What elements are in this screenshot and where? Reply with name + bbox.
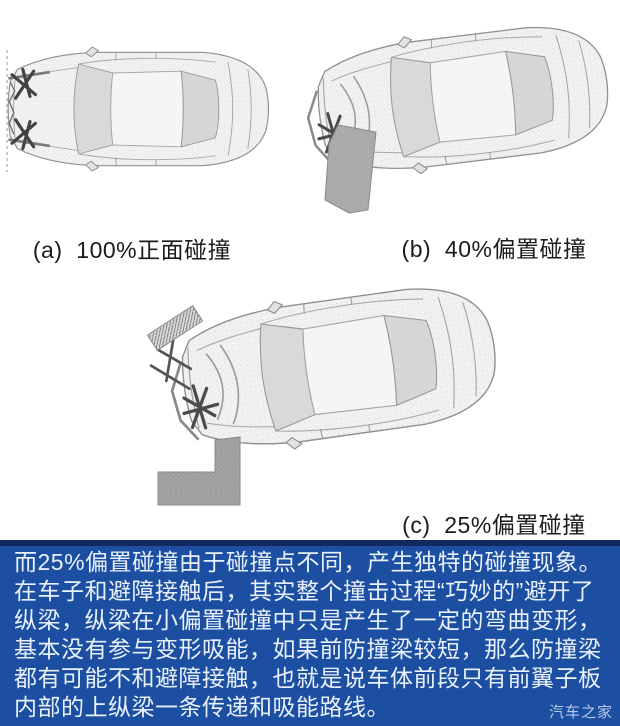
banner-text-line: 纵梁，纵梁在小偏置碰撞中只是产生了一定的弯曲变形， [14,607,602,633]
caption-b: (b) 40%偏置碰撞 [401,236,587,262]
figure-c-25-offset-crash [146,276,505,506]
banner-top-strip [0,540,620,546]
car-top-view [149,276,505,464]
banner-text-line: 而25%偏置碰撞由于碰撞点不同，产生独特的碰撞现象。 [14,549,603,575]
banner-text-block: 而25%偏置碰撞由于碰撞点不同，产生独特的碰撞现象。 在车子和避障接触后，其实整… [14,548,610,722]
watermark-autohome: 汽车之家 [548,704,613,721]
banner-text-line: 基本没有参与变形吸能，如果前防撞梁较短，那么防撞梁 [14,636,602,662]
caption-c: (c) 25%偏置碰撞 [402,512,586,538]
radiator-debris [146,305,204,351]
caption-a: (a) 100%正面碰撞 [32,237,232,263]
banner-text-line: 内部的上纵梁一条传递和吸能路线。 [14,694,390,720]
figure-b-40-offset-crash [302,12,616,214]
figure-a-100-frontal-crash [6,46,270,172]
banner-text-line: 在车子和避障接触后，其实整个撞击过程“巧妙的”避开了 [14,578,595,604]
explanation-banner: 而25%偏置碰撞由于碰撞点不同，产生独特的碰撞现象。 在车子和避障接触后，其实整… [0,540,620,726]
car-top-view [6,46,270,172]
banner-text-line: 都有可能不和避障接触，也就是说车体前段只有前翼子板 [14,665,602,691]
